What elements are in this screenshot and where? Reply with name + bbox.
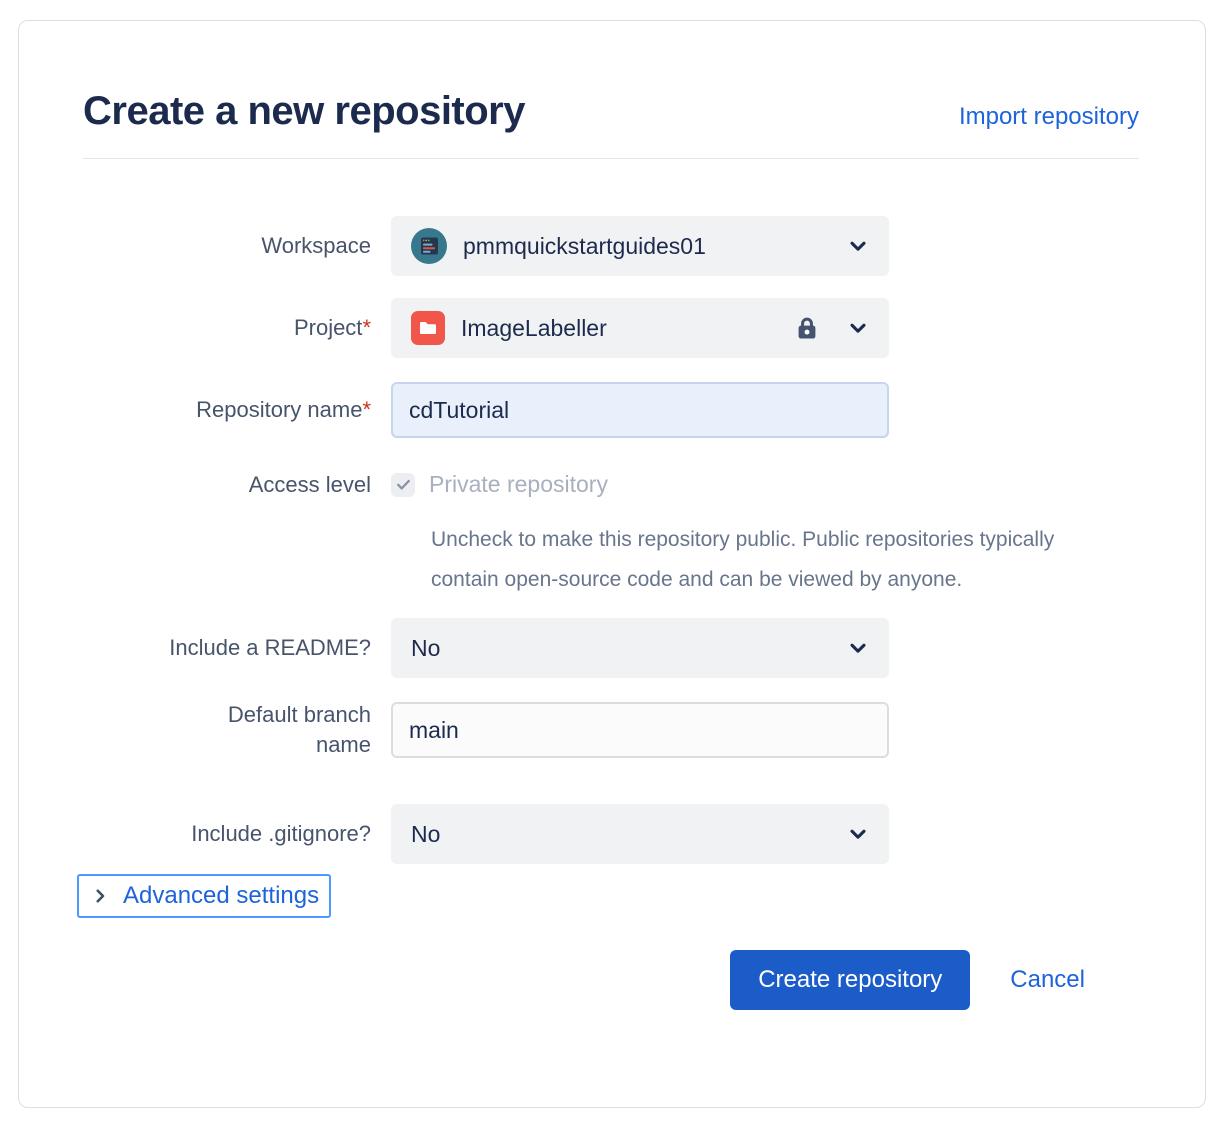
workspace-row: Workspace pmmquickstartguides01 <box>83 216 1139 276</box>
chevron-right-icon <box>96 889 105 903</box>
chevron-down-icon <box>847 317 869 339</box>
default-branch-row: Default branch name <box>83 700 1139 760</box>
access-level-help-text: Uncheck to make this repository public. … <box>431 528 1055 591</box>
dialog-footer: Create repository Cancel <box>83 950 1139 1010</box>
required-asterisk: * <box>362 397 371 422</box>
default-branch-input[interactable] <box>391 702 889 758</box>
workspace-avatar-icon <box>411 228 447 264</box>
include-readme-value: No <box>411 634 441 661</box>
chevron-down-icon <box>847 637 869 659</box>
chevron-down-icon <box>847 235 869 257</box>
project-select[interactable]: ImageLabeller <box>391 298 889 358</box>
workspace-value: pmmquickstartguides01 <box>463 232 706 259</box>
repository-form: Workspace pmmquickstartguides01 <box>77 216 1139 1010</box>
cancel-button[interactable]: Cancel <box>1010 966 1085 993</box>
advanced-settings-label: Advanced settings <box>123 882 320 909</box>
workspace-label: Workspace <box>261 233 371 258</box>
include-readme-label: Include a README? <box>169 635 371 660</box>
checkmark-icon <box>396 479 410 490</box>
include-gitignore-row: Include .gitignore? No <box>83 804 1139 864</box>
private-repository-label: Private repository <box>429 471 608 497</box>
include-gitignore-value: No <box>411 820 441 847</box>
include-gitignore-select[interactable]: No <box>391 804 889 864</box>
lock-icon <box>793 314 821 342</box>
import-repository-link[interactable]: Import repository <box>958 103 1139 130</box>
page-title: Create a new repository <box>83 89 526 133</box>
project-row: Project* ImageLabeller <box>83 298 1139 358</box>
project-avatar-icon <box>411 311 445 345</box>
workspace-select[interactable]: pmmquickstartguides01 <box>391 216 889 276</box>
header-divider <box>83 158 1139 159</box>
private-repository-checkbox[interactable] <box>391 472 415 497</box>
advanced-settings-toggle[interactable]: Advanced settings <box>77 874 332 918</box>
required-asterisk: * <box>362 315 371 340</box>
include-readme-row: Include a README? No <box>83 618 1139 678</box>
project-value: ImageLabeller <box>461 314 607 341</box>
include-gitignore-label: Include .gitignore? <box>191 821 371 846</box>
project-label: Project* <box>293 315 371 340</box>
default-branch-label: Default branch name <box>227 702 371 757</box>
repository-name-row: Repository name* <box>83 382 1139 438</box>
access-level-row: Access level Private repository Uncheck … <box>83 466 1139 600</box>
access-level-label: Access level <box>248 472 371 497</box>
chevron-down-icon <box>847 823 869 845</box>
include-readme-select[interactable]: No <box>391 618 889 678</box>
repository-name-label: Repository name* <box>196 397 371 422</box>
private-repository-option: Private repository <box>391 471 1139 498</box>
create-repository-button[interactable]: Create repository <box>730 950 971 1010</box>
create-repository-dialog: Create a new repository Import repositor… <box>18 20 1206 1108</box>
repository-name-input[interactable] <box>391 382 889 438</box>
dialog-header: Create a new repository Import repositor… <box>83 89 1139 134</box>
